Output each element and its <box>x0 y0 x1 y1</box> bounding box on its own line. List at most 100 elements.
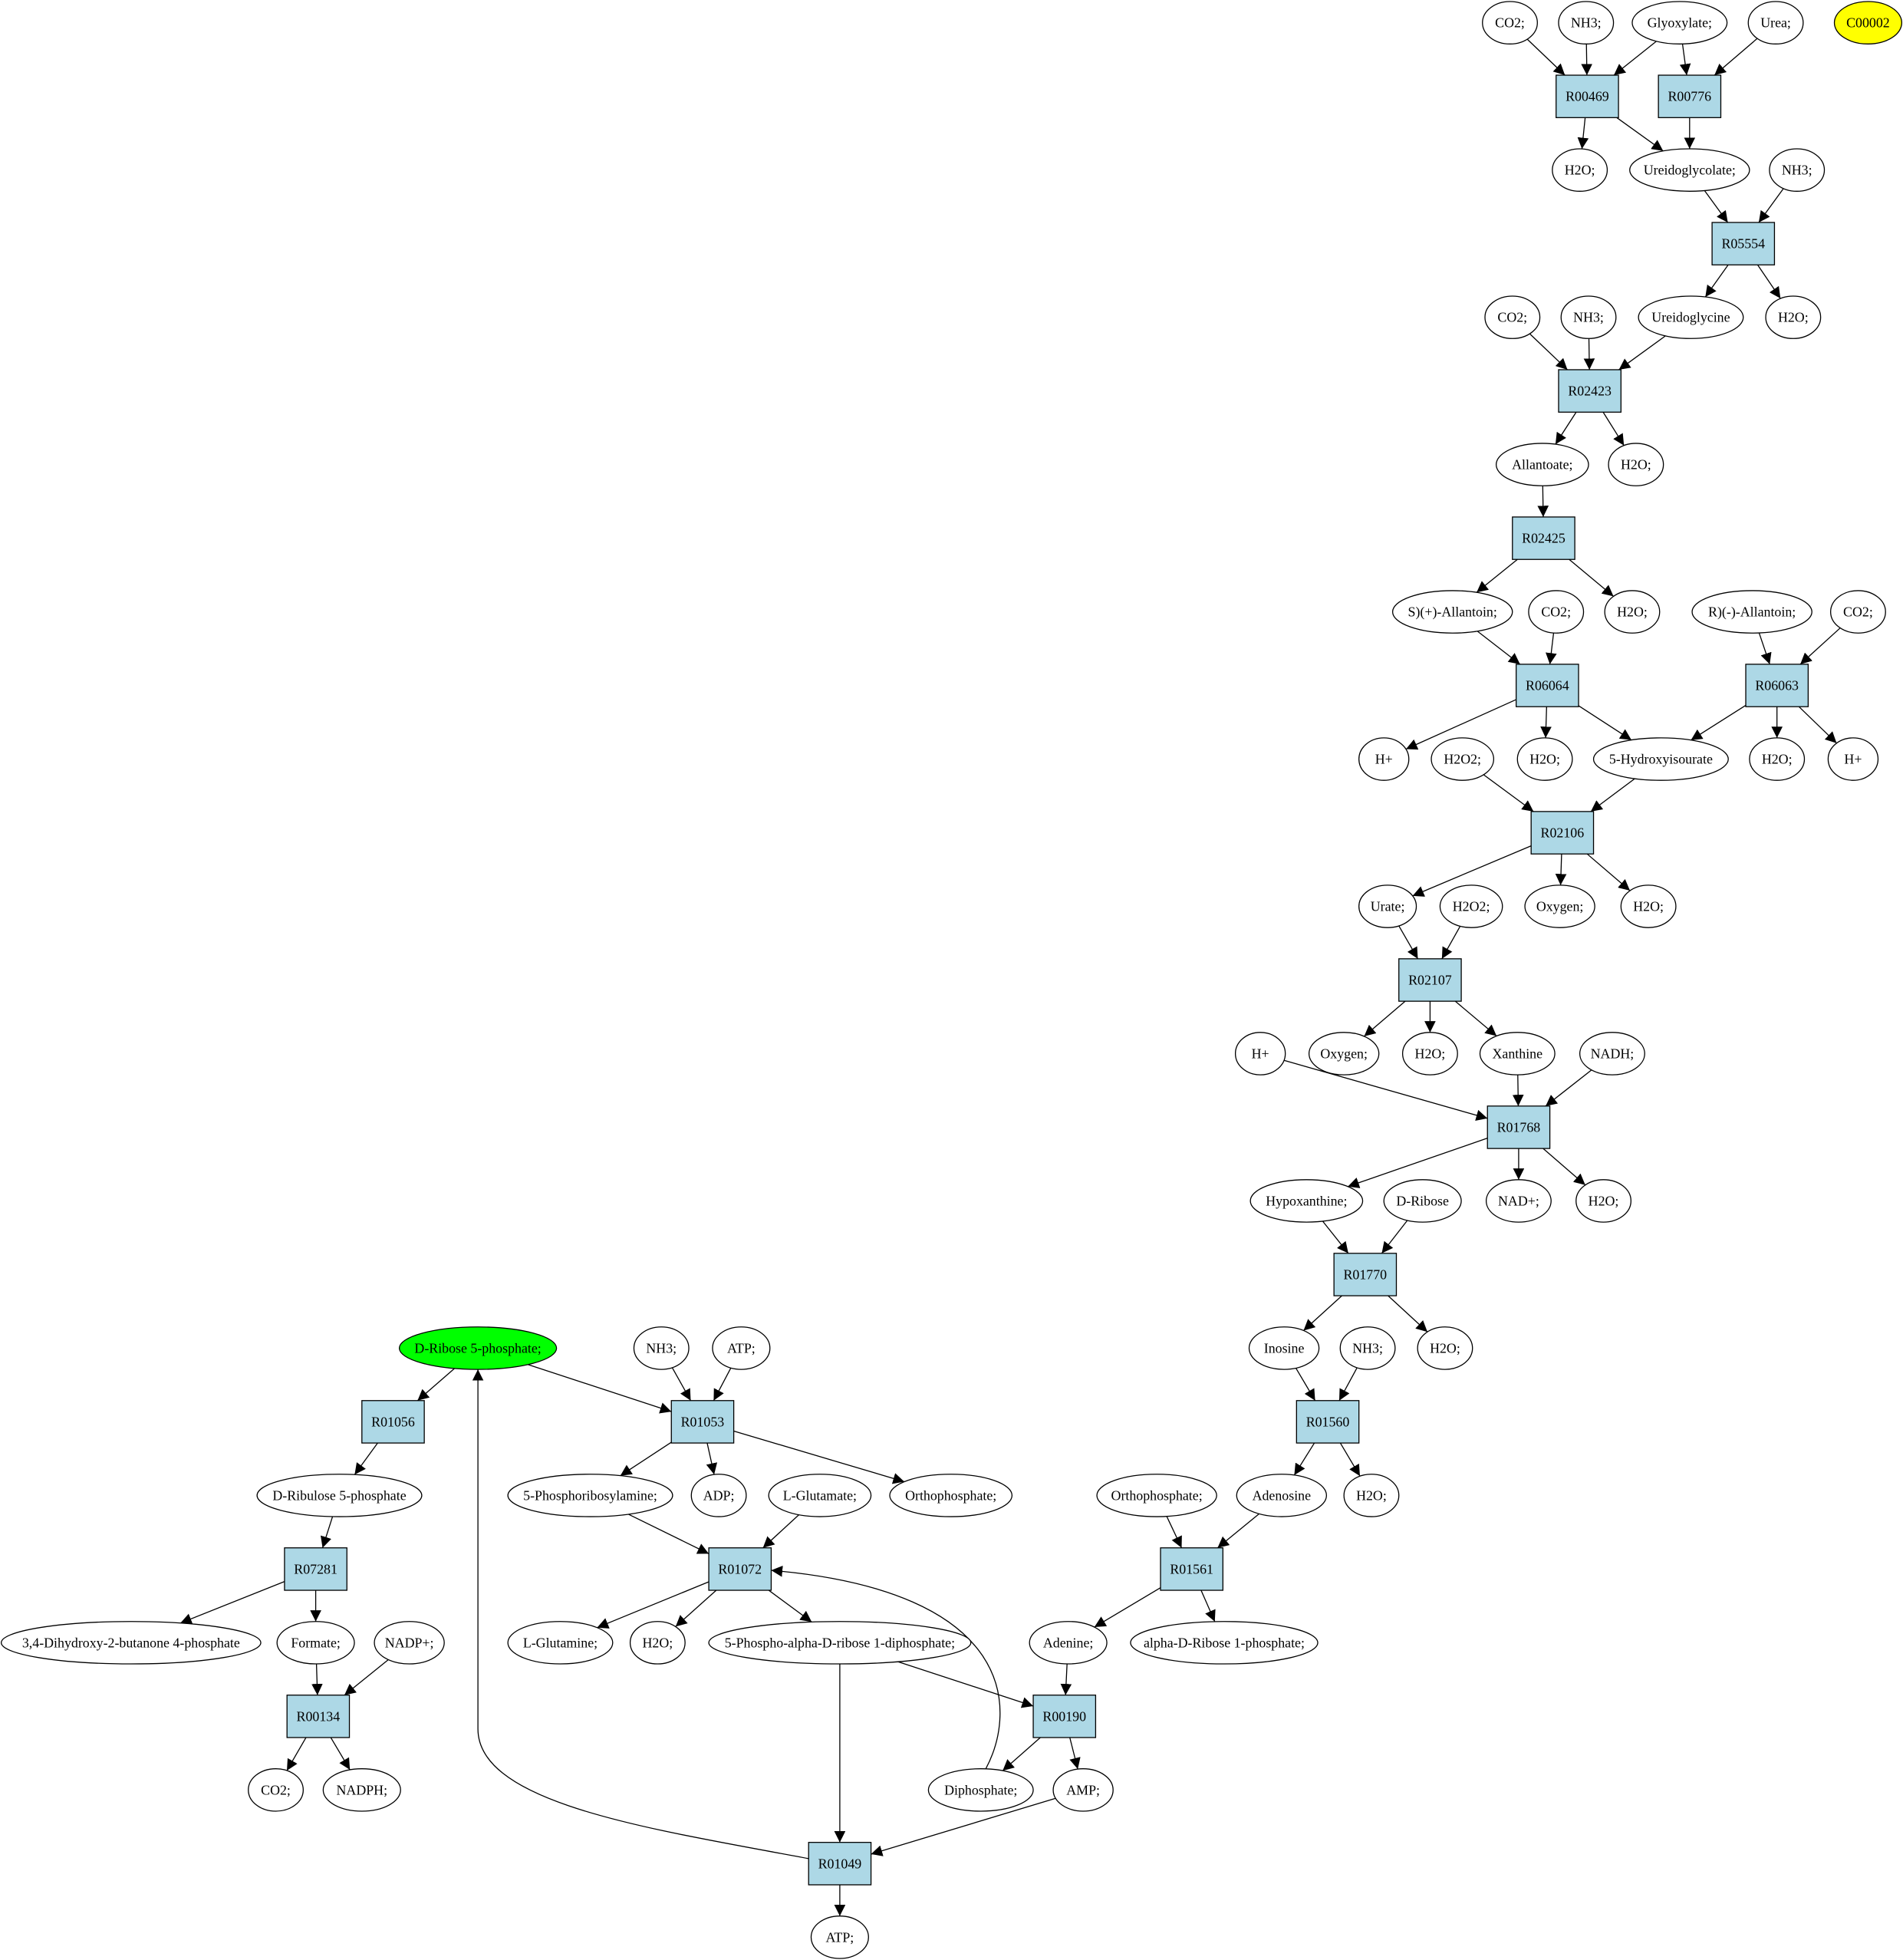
compound-node-h2oi[interactable]: H2O; <box>1575 1179 1631 1223</box>
node-label: H2O; <box>1633 899 1664 914</box>
compound-node-dhbp[interactable]: 3,4-Dihydroxy-2-butanone 4-phosphate <box>0 1621 262 1665</box>
compound-node-pra[interactable]: 5-Phosphoribosylamine; <box>507 1474 673 1517</box>
compound-node-hp1[interactable]: H+ <box>1358 737 1410 781</box>
compound-node-nh3c[interactable]: NH3; <box>1560 295 1617 339</box>
reaction-node-R00190[interactable]: R00190 <box>1032 1695 1097 1738</box>
reaction-node-R01072[interactable]: R01072 <box>708 1547 772 1591</box>
compound-node-co2e[interactable]: CO2; <box>248 1768 304 1812</box>
reaction-node-R01056[interactable]: R01056 <box>361 1400 425 1444</box>
compound-node-h2oe[interactable]: H2O; <box>1516 737 1573 781</box>
compound-node-nh3a[interactable]: NH3; <box>1558 1 1615 44</box>
reaction-node-R01560[interactable]: R01560 <box>1296 1400 1360 1444</box>
compound-node-h2of[interactable]: H2O; <box>1749 737 1806 781</box>
reaction-node-R00776[interactable]: R00776 <box>1658 74 1722 118</box>
edge-ureidoglycolate-to-R05554 <box>1704 190 1729 223</box>
reaction-node-R01768[interactable]: R01768 <box>1487 1105 1551 1149</box>
reaction-node-R05554[interactable]: R05554 <box>1711 222 1776 265</box>
compound-node-co2c[interactable]: CO2; <box>1528 590 1585 634</box>
compound-node-dribose[interactable]: D-Ribose <box>1383 1179 1462 1223</box>
compound-node-lglu[interactable]: L-Glutamate; <box>768 1474 872 1517</box>
reaction-node-R06064[interactable]: R06064 <box>1516 664 1579 707</box>
compound-node-hypox[interactable]: Hypoxanthine; <box>1249 1179 1364 1223</box>
compound-node-atp1[interactable]: ATP; <box>712 1326 771 1370</box>
compound-node-ortho1[interactable]: Orthophosphate; <box>1096 1474 1217 1517</box>
reaction-node-R02425[interactable]: R02425 <box>1512 516 1575 560</box>
compound-node-nad[interactable]: NAD+; <box>1485 1179 1552 1223</box>
compound-node-prpp[interactable]: 5-Phospho-alpha-D-ribose 1-diphosphate; <box>708 1621 972 1665</box>
reaction-node-R01049[interactable]: R01049 <box>808 1842 872 1886</box>
compound-node-co2b[interactable]: CO2; <box>1484 295 1541 339</box>
compound-node-h2o2b[interactable]: H2O2; <box>1439 884 1503 928</box>
compound-node-nadh[interactable]: NADH; <box>1579 1032 1645 1076</box>
edge-glyox-to-R00469 <box>1613 41 1657 76</box>
compound-node-dru5p[interactable]: D-Ribulose 5-phosphate <box>256 1474 423 1517</box>
compound-node-hp3[interactable]: H+ <box>1234 1032 1286 1076</box>
reaction-node-R01770[interactable]: R01770 <box>1333 1253 1398 1296</box>
compound-node-h2od[interactable]: H2O; <box>1604 590 1661 634</box>
compound-node-oxy1[interactable]: Oxygen; <box>1524 884 1595 928</box>
compound-node-co2a[interactable]: CO2; <box>1482 1 1538 44</box>
compound-node-dr5p[interactable]: D-Ribose 5-phosphate; <box>398 1326 558 1370</box>
compound-node-adenosine[interactable]: Adenosine <box>1236 1474 1328 1517</box>
compound-node-nh3e[interactable]: NH3; <box>633 1326 690 1370</box>
compound-node-atp2[interactable]: ATP; <box>810 1916 869 1959</box>
compound-node-h2oh[interactable]: H2O; <box>1401 1032 1458 1076</box>
reaction-node-R00134[interactable]: R00134 <box>286 1695 351 1738</box>
compound-node-adenine[interactable]: Adenine; <box>1029 1621 1108 1665</box>
compound-node-h2ol[interactable]: H2O; <box>629 1621 686 1665</box>
reaction-node-R07281[interactable]: R07281 <box>284 1547 347 1591</box>
reaction-node-R01053[interactable]: R01053 <box>670 1400 735 1444</box>
node-label: R02425 <box>1522 531 1566 546</box>
compound-node-h2ob[interactable]: H2O; <box>1765 295 1822 339</box>
compound-ellipse <box>1638 295 1744 339</box>
compound-node-sallantoin[interactable]: S)(+)-Allantoin; <box>1391 590 1513 634</box>
compound-node-h2og[interactable]: H2O; <box>1620 884 1677 928</box>
node-label: H+ <box>1844 752 1862 767</box>
compound-node-inosine[interactable]: Inosine <box>1248 1326 1320 1370</box>
compound-node-allantoate[interactable]: Allantoate; <box>1495 443 1589 486</box>
compound-node-xanthine[interactable]: Xanthine <box>1479 1032 1556 1076</box>
compound-node-h2oj[interactable]: H2O; <box>1417 1326 1473 1370</box>
compound-node-amp[interactable]: AMP; <box>1052 1768 1114 1812</box>
reaction-node-R01561[interactable]: R01561 <box>1160 1547 1223 1591</box>
compound-node-ortho2[interactable]: Orthophosphate; <box>889 1474 1013 1517</box>
node-label: Ureidoglycolate; <box>1644 163 1736 178</box>
compound-ellipse <box>1691 590 1812 634</box>
node-label: Orthophosphate; <box>905 1487 996 1503</box>
compound-node-co2d[interactable]: CO2; <box>1829 590 1886 634</box>
compound-node-oxy2[interactable]: Oxygen; <box>1308 1032 1380 1076</box>
compound-node-glyox[interactable]: Glyoxylate; <box>1631 1 1728 44</box>
compound-node-urea[interactable]: Urea; <box>1747 1 1804 44</box>
compound-node-ureidoglycine[interactable]: Ureidoglycine <box>1638 295 1744 339</box>
compound-node-h2oc[interactable]: H2O; <box>1608 443 1664 486</box>
compound-node-hp2[interactable]: H+ <box>1827 737 1879 781</box>
compound-node-h2o2a[interactable]: H2O2; <box>1431 737 1495 781</box>
reaction-node-R02107[interactable]: R02107 <box>1398 958 1462 1002</box>
compound-node-nadp[interactable]: NADP+; <box>374 1621 445 1665</box>
compound-node-rallantoin[interactable]: R)(-)-Allantoin; <box>1691 590 1812 634</box>
compound-node-c00002[interactable]: C00002 <box>1833 1 1903 44</box>
edge-adenine-to-R00190 <box>1060 1664 1072 1695</box>
compound-node-nh3b[interactable]: NH3; <box>1769 148 1826 192</box>
edge-nh3a-to-R00469 <box>1581 44 1592 76</box>
compound-node-adr1p[interactable]: alpha-D-Ribose 1-phosphate; <box>1130 1621 1319 1665</box>
compound-node-lgln[interactable]: L-Glutamine; <box>507 1621 614 1665</box>
reaction-node-R00469[interactable]: R00469 <box>1556 74 1619 118</box>
edge-R01049-to-dr5p <box>472 1369 809 1860</box>
compound-node-hiu[interactable]: 5-Hydroxyisourate <box>1592 737 1729 781</box>
node-label: H2O2; <box>1453 899 1490 914</box>
compound-node-h2oa[interactable]: H2O; <box>1552 148 1608 192</box>
node-label: 5-Hydroxyisourate <box>1609 752 1713 767</box>
compound-node-formate[interactable]: Formate; <box>276 1621 355 1665</box>
compound-node-nh3d[interactable]: NH3; <box>1339 1326 1396 1370</box>
compound-node-adp[interactable]: ADP; <box>690 1474 747 1517</box>
compound-node-diphosphate[interactable]: Diphosphate; <box>927 1768 1034 1812</box>
edge-R06063-to-hiu <box>1691 704 1747 741</box>
reaction-node-R02106[interactable]: R02106 <box>1530 811 1595 855</box>
compound-node-urate[interactable]: Urate; <box>1358 884 1417 928</box>
compound-node-nadph[interactable]: NADPH; <box>322 1768 401 1812</box>
reaction-node-R06063[interactable]: R06063 <box>1745 664 1809 707</box>
reaction-node-R02423[interactable]: R02423 <box>1558 369 1622 413</box>
compound-node-ureidoglycolate[interactable]: Ureidoglycolate; <box>1629 148 1750 192</box>
compound-node-h2ok[interactable]: H2O; <box>1343 1474 1400 1517</box>
